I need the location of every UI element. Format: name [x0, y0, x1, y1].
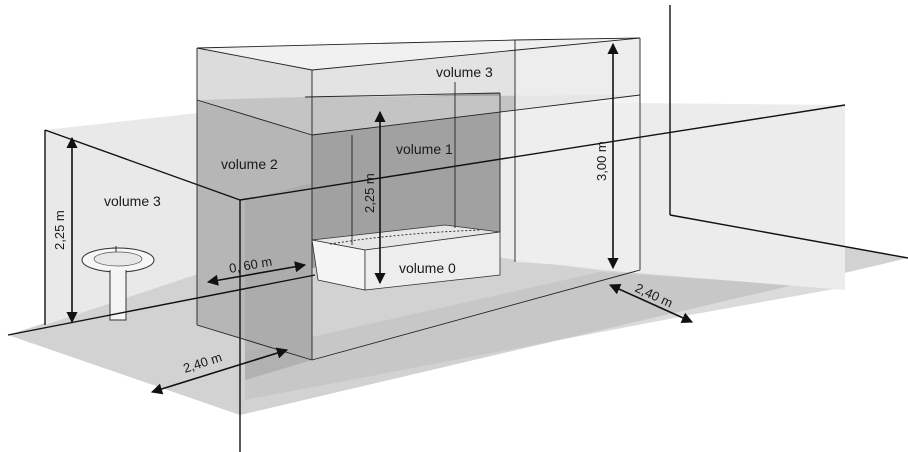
dim-volume3-height: 3,00 m: [594, 141, 609, 181]
volume1-zone: [312, 93, 500, 268]
volume3-top-front-edge: [311, 37, 641, 71]
bathtub-side: [364, 231, 501, 291]
volume1-right-top-edge: [311, 94, 641, 136]
dim-left-wall-height: 2,25 m: [52, 210, 67, 250]
volume1-front-edge: [196, 99, 313, 136]
volume3-top-right-edge: [514, 37, 641, 41]
front-width-arrow: [150, 347, 289, 395]
volume2-floor-edge: [196, 324, 313, 361]
sink: [81, 246, 155, 321]
dim-volume1-height: 2,25 m: [362, 173, 377, 213]
bathtub-inner-line: [329, 229, 481, 245]
volume3-top-left-edge: [196, 47, 313, 71]
volume1-top-edge: [304, 92, 501, 98]
label-volume-3-left: volume 3: [104, 193, 161, 209]
dim-volume2-width: 0, 60 m: [228, 254, 273, 276]
label-volume-3-top: volume 3: [436, 64, 493, 80]
volume2-width-arrow: [206, 261, 307, 286]
volume3-top-back-edge: [196, 39, 516, 49]
label-volume-1: volume 1: [396, 141, 453, 157]
right-wall-top-edge: [239, 104, 846, 201]
label-volume-2: volume 2: [221, 156, 278, 172]
volume3-floor-edge: [311, 269, 641, 361]
right-width-arrow: [608, 284, 694, 323]
label-volume-0: volume 0: [399, 260, 456, 276]
floor-right-edge: [669, 214, 908, 259]
